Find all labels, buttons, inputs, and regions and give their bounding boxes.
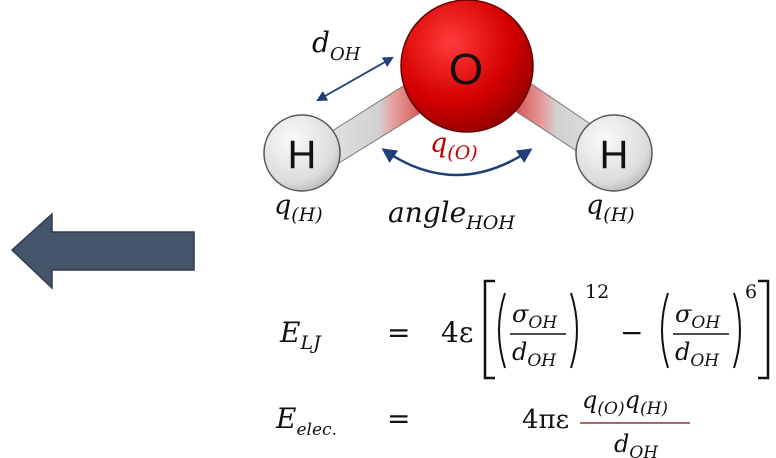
hydrogen-atom-right: H <box>575 114 653 192</box>
lj-d-1: dOH <box>512 338 557 371</box>
lj-power-12: 12 <box>585 281 609 303</box>
lj-minus: − <box>620 316 643 349</box>
hydrogen-right-charge-label: q(H) <box>586 190 635 226</box>
elec-lhs: Eelec. <box>275 402 337 440</box>
oxygen-atom: O <box>400 0 534 133</box>
elec-denominator: dOH <box>614 430 659 458</box>
lj-power-6: 6 <box>745 281 757 303</box>
lj-paren-2-left <box>661 292 669 369</box>
elec-numerator: q(O)q(H) <box>582 386 668 419</box>
bond-length-arrow <box>316 56 394 102</box>
elec-equals: = <box>387 402 410 435</box>
lj-paren-1-left <box>498 292 506 369</box>
angle-label: angleHOH <box>388 196 515 234</box>
elec-equation: Eelec. = 4πε q(O)q(H) dOH <box>275 386 690 458</box>
lj-equation: ELJ = 4ε σOH dOH 12 − σOH dOH 6 <box>279 279 770 380</box>
hydrogen-left-charge-label: q(H) <box>274 190 323 226</box>
lj-equals: = <box>387 316 410 349</box>
lj-paren-2-right <box>733 292 741 369</box>
hydrogen-atom-left: H <box>263 114 341 192</box>
oxygen-symbol: O <box>449 45 483 94</box>
angle-arc-arrow <box>381 148 533 177</box>
hydrogen-right-symbol: H <box>600 133 629 177</box>
hydrogen-left-symbol: H <box>288 133 317 177</box>
lj-lhs: ELJ <box>279 316 322 354</box>
elec-prefactor: 4πε <box>522 405 569 435</box>
lj-paren-1-right <box>570 292 578 369</box>
lj-prefactor: 4ε <box>441 316 473 349</box>
lj-sigma-1: σOH <box>512 300 558 333</box>
lj-right-bracket <box>758 279 770 380</box>
lj-sigma-2: σOH <box>675 300 721 333</box>
lj-left-bracket <box>483 279 495 380</box>
left-arrow-icon <box>10 212 195 290</box>
bond-length-label: dOH <box>312 26 361 65</box>
lj-d-2: dOH <box>675 338 720 371</box>
oxygen-charge-label: q(O) <box>430 128 478 164</box>
